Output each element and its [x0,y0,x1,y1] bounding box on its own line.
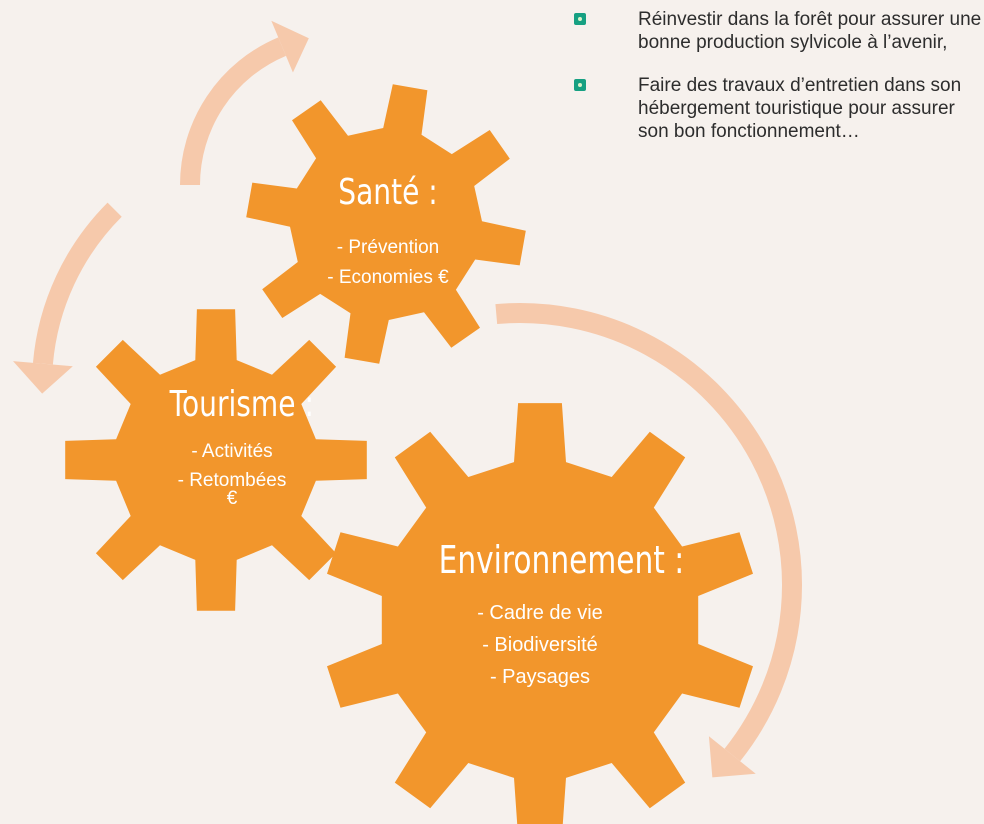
sante-title: Santé : [338,172,438,213]
arrow-right-arc [495,303,802,778]
environnement-item: - Paysages [489,666,591,688]
sante-item: - Prévention [336,237,440,258]
environnement-title: Environnement : [438,538,685,582]
bullet-list: Réinvestir dans la forêt pour assurer un… [572,8,982,163]
arrow-top-arc [180,20,309,186]
bullet-text: Faire des travaux d’entretien dans son h… [638,75,962,142]
sante-item: - Economies € [327,267,449,288]
bullet-icon [574,13,586,25]
tourisme-item: - Activités [191,441,273,462]
sante-items: - Prévention - Economies € [318,233,458,293]
tourisme-item: - Retombées [177,470,287,491]
sante-gear [246,84,526,364]
environnement-gear [327,403,753,824]
tourisme-title: Tourisme : [169,384,314,425]
bullet-text: Réinvestir dans la forêt pour assurer un… [638,9,982,53]
tourisme-gear [65,309,367,611]
bullet-item: Réinvestir dans la forêt pour assurer un… [572,8,982,54]
tourisme-item: € [226,488,238,509]
environnement-item: - Cadre de vie [477,602,603,624]
bullet-item: Faire des travaux d’entretien dans son h… [572,74,982,143]
environnement-item: - Biodiversité [482,634,598,656]
bullet-icon [574,79,586,91]
tourisme-items: - Activités - Retombées € [152,441,312,509]
environnement-items: - Cadre de vie - Biodiversité - Paysages [410,597,670,693]
arrow-left-arc [13,202,122,394]
